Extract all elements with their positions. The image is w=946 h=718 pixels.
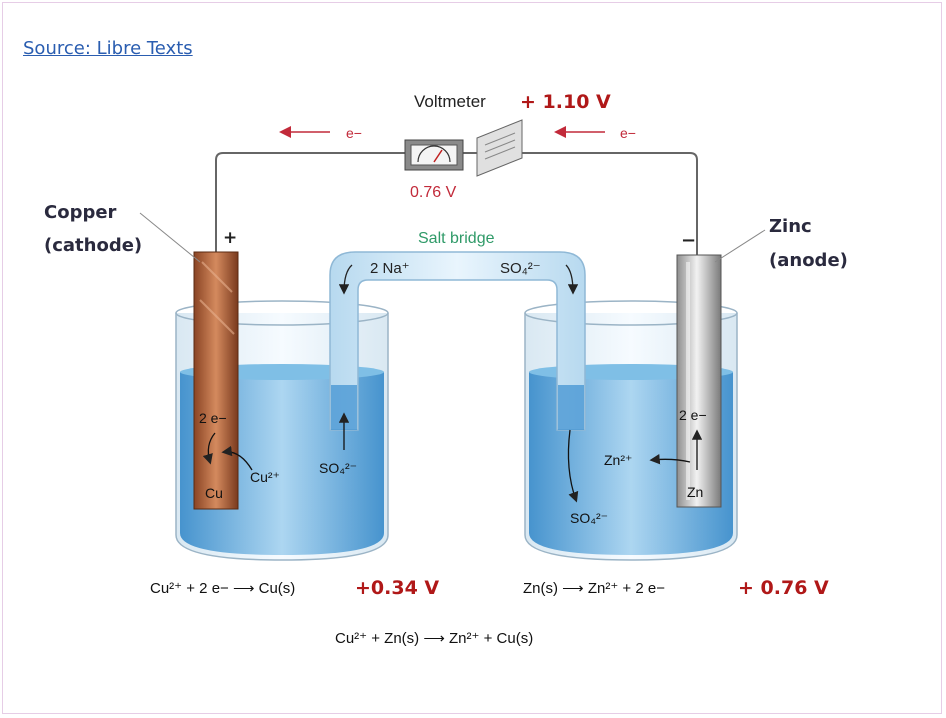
anode-electrons: 2 e−: [679, 407, 707, 423]
voltmeter-label: Voltmeter: [414, 92, 486, 111]
cathode-anion: SO₄²⁻: [319, 460, 357, 476]
zinc-electrode: [676, 254, 722, 508]
anode-anion-arrow: [567, 429, 579, 503]
circuit-wire: [215, 152, 698, 255]
cathode-sign: +: [223, 228, 237, 248]
cathode-ion: Cu²⁺: [250, 469, 280, 485]
anode-metal: Zn: [687, 484, 703, 500]
cathode-pointer: [139, 212, 201, 263]
salt-bridge-label: Salt bridge: [418, 230, 495, 247]
na-flow-arrow: [338, 264, 353, 295]
cathode-name: Copper: [44, 202, 117, 223]
cathode-metal: Cu: [205, 485, 223, 501]
anode-half-reaction: Zn(s) ⟶ Zn²⁺ + 2 e−: [523, 580, 665, 597]
electron-label-left: e−: [346, 125, 362, 141]
anode-potential: + 0.76 V: [738, 577, 829, 599]
zn-ion-arrow: [649, 454, 691, 465]
cathode-half-reaction: Cu²⁺ + 2 e− ⟶ Cu(s): [150, 580, 295, 597]
electron-label-right: e−: [620, 125, 636, 141]
cathode-electron-arrow: [202, 432, 216, 465]
copper-electrode: [193, 251, 239, 510]
so4-flow-arrow: [565, 264, 579, 295]
voltmeter-reading: 0.76 V: [410, 184, 457, 201]
overall-reaction: Cu²⁺ + Zn(s) ⟶ Zn²⁺ + Cu(s): [335, 630, 533, 647]
salt-bridge-left-ion: 2 Na⁺: [370, 260, 410, 277]
source-link[interactable]: Source: Libre Texts: [23, 38, 193, 59]
cathode-potential: +0.34 V: [355, 577, 439, 599]
anode-name: Zinc: [769, 216, 812, 237]
anode-sign: −: [681, 230, 696, 251]
cathode-electrons: 2 e−: [199, 410, 227, 426]
anode-anion: SO₄²⁻: [570, 510, 608, 526]
salt-bridge-right-ion: SO₄²⁻: [500, 260, 541, 277]
cathode-role: (cathode): [44, 235, 142, 256]
anode-role: (anode): [769, 250, 848, 271]
voltmeter-icon: [404, 119, 523, 177]
cu-ion-arrow: [221, 445, 253, 471]
anode-ion: Zn²⁺: [604, 452, 632, 468]
anode-pointer: [714, 229, 766, 263]
cell-voltage: + 1.10 V: [520, 91, 611, 113]
